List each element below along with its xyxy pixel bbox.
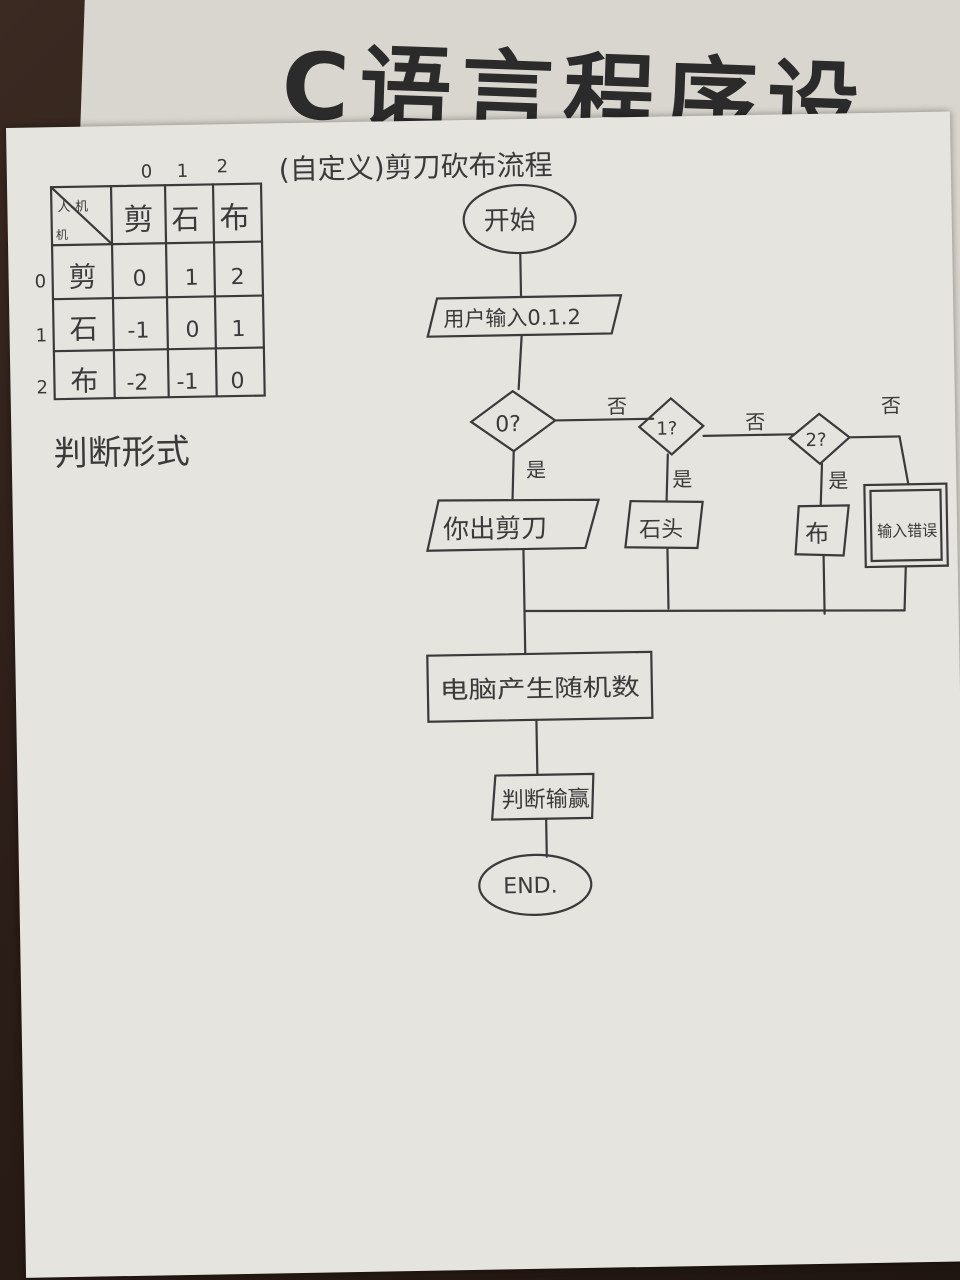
corner-header-top: 人-机 bbox=[57, 200, 88, 216]
output-rock-label: 石头 bbox=[639, 517, 683, 543]
output-error-label: 输入错误 bbox=[877, 521, 937, 541]
cell-r1-c0: -1 bbox=[127, 319, 149, 344]
cell-r2-c1: -1 bbox=[176, 370, 198, 395]
cell-r0-c2: 2 bbox=[230, 265, 244, 290]
paper-sheet: 0 1 2 0 1 2 (自定义)剪刀砍布流程 人-机 机 剪 石 布 剪 石 … bbox=[6, 111, 960, 1278]
row-header-scissors: 剪 bbox=[68, 260, 97, 293]
start-label: 开始 bbox=[483, 206, 536, 237]
decision-1-label: 1? bbox=[656, 418, 677, 439]
yes-label-1: 是 bbox=[526, 458, 546, 482]
computer-random-label: 电脑产生随机数 bbox=[440, 673, 640, 704]
end-terminal bbox=[478, 853, 593, 916]
cell-r1-c1: 0 bbox=[185, 318, 199, 343]
matrix-index-col-0: 0 bbox=[141, 161, 153, 182]
matrix-border bbox=[49, 182, 266, 401]
matrix-index-col-2: 2 bbox=[217, 156, 229, 177]
output-paper bbox=[794, 504, 850, 557]
corner-header-bottom: 机 bbox=[56, 228, 68, 242]
output-scissors bbox=[426, 498, 601, 552]
matrix-index-row-1: 1 bbox=[35, 325, 47, 346]
input-label: 用户输入0.1.2 bbox=[443, 305, 581, 331]
yes-label-2: 是 bbox=[672, 467, 692, 491]
cell-r1-c2: 1 bbox=[231, 317, 245, 342]
computer-random-box bbox=[426, 650, 654, 723]
diagram-title: (自定义)剪刀砍布流程 bbox=[278, 148, 552, 186]
yes-label-3: 是 bbox=[828, 468, 848, 492]
matrix-index-col-1: 1 bbox=[177, 161, 189, 182]
row-header-rock: 石 bbox=[69, 312, 98, 345]
table-caption: 判断形式 bbox=[53, 432, 190, 474]
cell-r0-c1: 1 bbox=[184, 266, 198, 291]
input-box bbox=[426, 294, 623, 338]
no-label-1: 否 bbox=[607, 394, 627, 418]
cell-r2-c0: -2 bbox=[126, 371, 148, 396]
end-label: END. bbox=[503, 873, 558, 899]
output-rock bbox=[624, 500, 704, 550]
matrix-index-row-2: 2 bbox=[36, 377, 48, 398]
cell-r0-c0: 0 bbox=[132, 267, 146, 292]
decision-2 bbox=[787, 412, 852, 466]
no-label-3: 否 bbox=[881, 393, 901, 417]
matrix-index-row-0: 0 bbox=[35, 271, 47, 292]
output-paper-label: 布 bbox=[805, 520, 829, 548]
hand-drawn-diagram: 0 1 2 0 1 2 (自定义)剪刀砍布流程 人-机 机 剪 石 布 剪 石 … bbox=[35, 148, 949, 916]
decision-1 bbox=[637, 396, 705, 456]
decision-0-label: 0? bbox=[495, 412, 521, 437]
decision-2-label: 2? bbox=[805, 430, 826, 451]
cell-r2-c2: 0 bbox=[230, 369, 244, 394]
no-label-2: 否 bbox=[745, 410, 765, 434]
col-header-rock: 石 bbox=[171, 203, 200, 236]
col-header-scissors: 剪 bbox=[123, 202, 154, 238]
col-header-paper: 布 bbox=[219, 201, 250, 237]
judge-label: 判断输赢 bbox=[502, 787, 590, 814]
output-scissors-label: 你出剪刀 bbox=[443, 514, 548, 546]
row-header-paper: 布 bbox=[70, 364, 99, 397]
judge-box bbox=[490, 772, 595, 821]
